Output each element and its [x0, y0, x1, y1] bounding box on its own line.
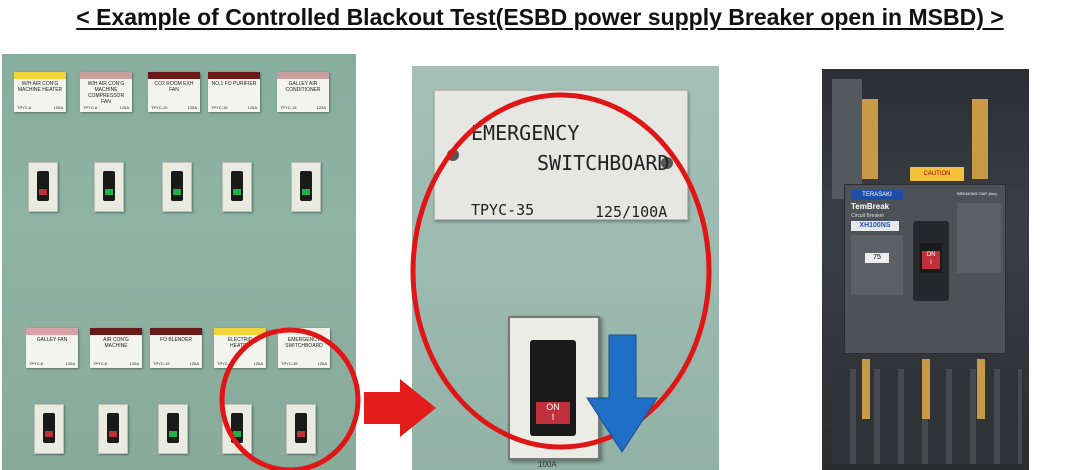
- breaker-label-title: EMERGENCY SWITCHBOARD: [285, 337, 323, 349]
- breaker-switch-top-1: [28, 162, 58, 212]
- breaker-label-code: TPYC-6: [17, 105, 32, 110]
- plate-rating: 125/100A: [595, 203, 668, 221]
- breaker-label-rating: 125A: [189, 361, 199, 366]
- molded-case-circuit-breaker: TERASAKI TemBreak Circuit Breaker XH100N…: [844, 184, 1006, 354]
- breaker-switch-bottom-4: [222, 404, 252, 454]
- breaker-label-code: TPYC-15: [280, 105, 297, 110]
- breaker-warning-label: CAUTION: [910, 167, 964, 181]
- breaker-label-top-3: CO2 ROOM EXH FAN TPYC-10 125A: [148, 72, 200, 112]
- series-label: TemBreak: [851, 202, 890, 211]
- breaker-label-title: NO.1 FO PURIFIER: [211, 81, 257, 87]
- breaker-label-rating: 125A: [247, 105, 257, 110]
- breaker-switch-top-4: [222, 162, 252, 212]
- breaker-switch-bottom-1: [34, 404, 64, 454]
- breaker-label-bottom-4: ELECTRIC HEATER TPYC-6 125A: [214, 328, 266, 368]
- breaker-label-rating: 125A: [129, 361, 139, 366]
- switch-on-sub: I: [551, 412, 555, 422]
- breaker-label-bottom-1: GALLEY FAN TPYC-6 125A: [26, 328, 78, 368]
- breaker-label-code: TPYC-15: [211, 105, 228, 110]
- breaker-label-code: TPYC-6: [83, 105, 98, 110]
- breaker-label-code: TPYC-6: [217, 361, 232, 366]
- page-title: < Example of Controlled Blackout Test(ES…: [76, 4, 1004, 30]
- breaker-on-sub: I: [930, 260, 932, 266]
- breaker-label-code: TPYC-6: [29, 361, 44, 366]
- breaker-label-rating: 125A: [253, 361, 263, 366]
- breaker-switch-top-5: [291, 162, 321, 212]
- breaker-switch-bottom-2: [98, 404, 128, 454]
- breaker-label-title: GALLEY FAN: [36, 337, 68, 343]
- switch-on-label: ON: [546, 402, 560, 412]
- breaker-label-bottom-3: FO BLENDER TPYC-15 125A: [150, 328, 202, 368]
- plate-line-1: EMERGENCY: [471, 121, 580, 145]
- breaker-on-label: ON: [926, 252, 936, 258]
- plate-line-2: SWITCHBOARD: [537, 151, 670, 175]
- right-header-label: BREAKING CAP. (Icu): [957, 191, 997, 196]
- breaker-label-code: TPYC-35: [281, 361, 298, 366]
- emergency-switchboard-breaker-switch: ON I: [508, 316, 600, 460]
- breaker-label-code: TPYC-6: [93, 361, 108, 366]
- breaker-label-code: TPYC-15: [153, 361, 170, 366]
- plate-code: TPYC-35: [471, 201, 535, 219]
- brand-label: TERASAKI: [851, 190, 903, 200]
- breaker-label-title: FO BLENDER: [160, 337, 192, 343]
- breaker-photo: CAUTION TERASAKI TemBreak Circuit Breake…: [822, 69, 1029, 470]
- breaker-label-bottom-5: EMERGENCY SWITCHBOARD TPYC-35 125A: [278, 328, 330, 368]
- breaker-label-rating: 125A: [119, 105, 129, 110]
- breaker-switch-bottom-5: [286, 404, 316, 454]
- breaker-label-top-4: NO.1 FO PURIFIER TPYC-15 125A: [208, 72, 260, 112]
- breaker-label-title: W/H AIR CON'G MACHINE COMPRESSOR FAN: [87, 81, 125, 105]
- breaker-label-title: AIR CON'G MACHINE: [103, 337, 129, 349]
- breaker-label-top-5: GALLEY AIR CONDITIONER TPYC-15 125A: [277, 72, 329, 112]
- breaker-label-title: GALLEY AIR CONDITIONER: [285, 81, 321, 93]
- rating-dial: 75: [865, 253, 889, 263]
- model-label: XH100NS: [851, 221, 899, 231]
- breaker-switch-top-3: [162, 162, 192, 212]
- breaker-label-rating: 100A: [53, 105, 63, 110]
- breaker-label-rating: 125A: [317, 361, 327, 366]
- breaker-label-rating: 125A: [316, 105, 326, 110]
- breaker-label-title: W/H AIR CON'G MACHINE HEATER: [17, 81, 63, 93]
- breaker-label-code: TPYC-10: [151, 105, 168, 110]
- zoom-photo: EMERGENCY SWITCHBOARD TPYC-35 125/100A O…: [412, 66, 719, 470]
- breaker-label-rating: 125A: [187, 105, 197, 110]
- screw-icon: [447, 149, 459, 161]
- breaker-label-title: ELECTRIC HEATER: [227, 337, 253, 349]
- breaker-label-top-1: W/H AIR CON'G MACHINE HEATER TPYC-6 100A: [14, 72, 66, 112]
- breaker-switch-top-2: [94, 162, 124, 212]
- breaker-label-title: CO2 ROOM EXH FAN: [154, 81, 194, 93]
- breaker-label-bottom-2: AIR CON'G MACHINE TPYC-6 125A: [90, 328, 142, 368]
- type-label: Circuit Breaker: [851, 213, 885, 219]
- breaker-label-rating: 125A: [65, 361, 75, 366]
- breaker-switch-bottom-3: [158, 404, 188, 454]
- switch-rating-label: 100A: [538, 460, 557, 469]
- switchboard-nameplate: EMERGENCY SWITCHBOARD TPYC-35 125/100A: [434, 90, 688, 221]
